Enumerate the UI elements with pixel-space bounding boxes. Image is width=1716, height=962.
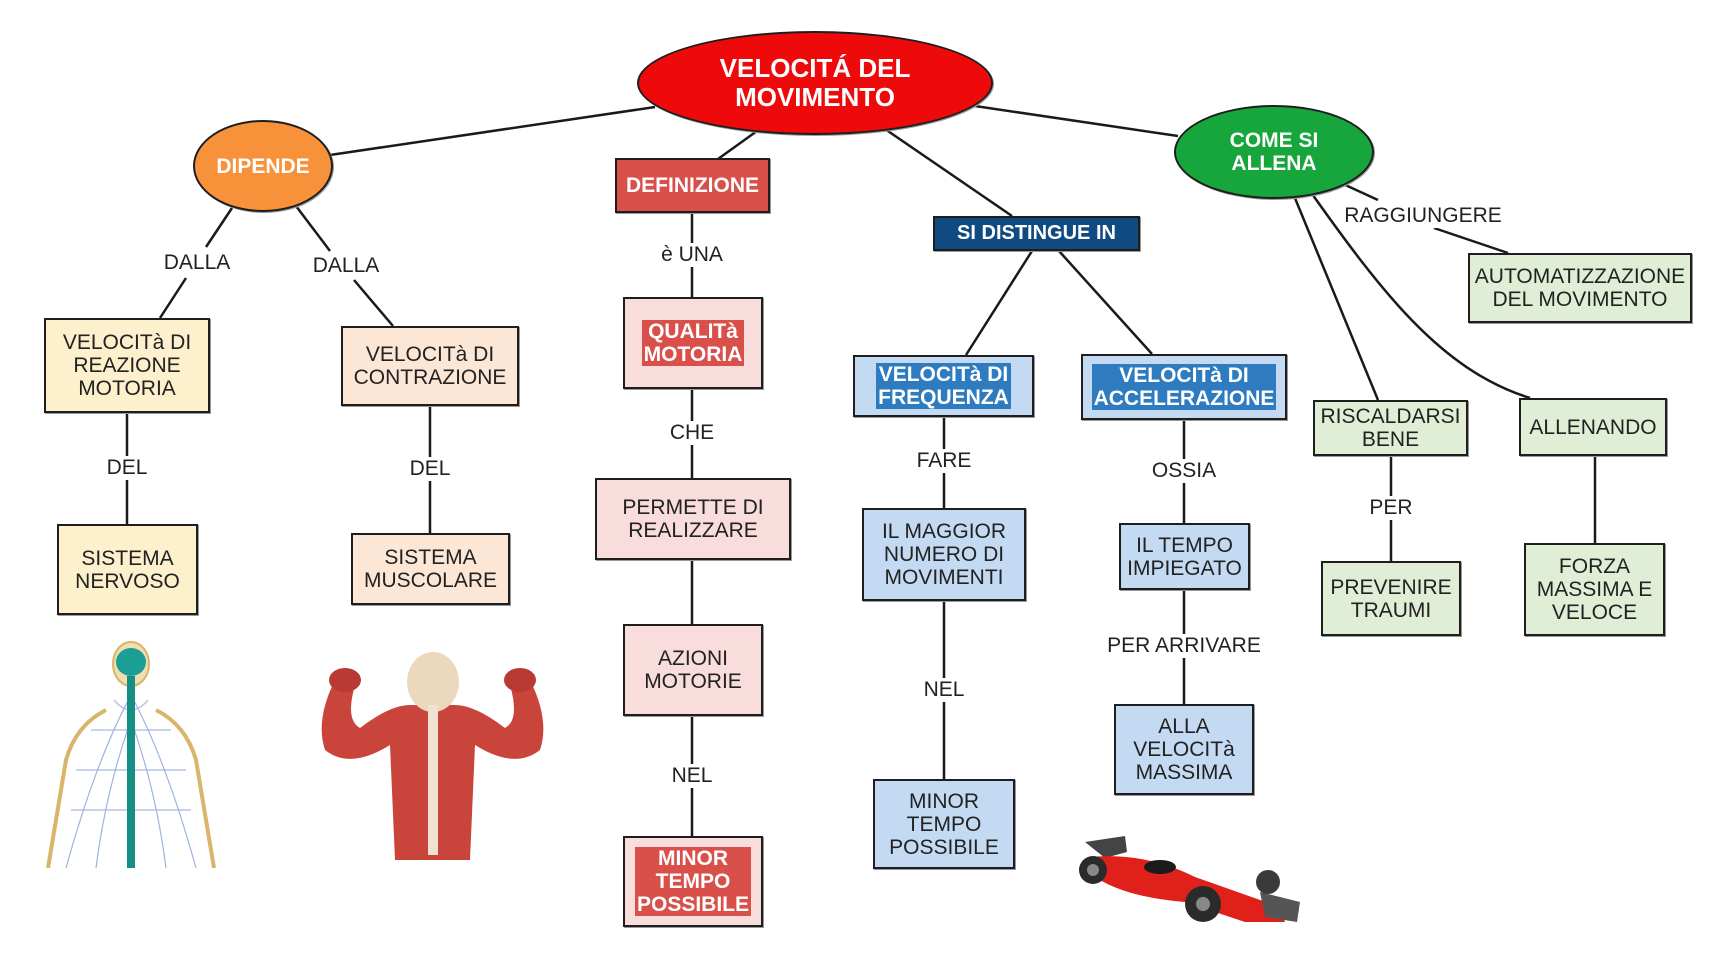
link-label-del-2: DEL: [406, 457, 454, 481]
qualita-motoria-label: QUALITà MOTORIA: [641, 320, 745, 366]
allenando-node[interactable]: ALLENANDO: [1519, 398, 1667, 456]
velocita-massima-node[interactable]: ALLA VELOCITà MASSIMA: [1114, 704, 1254, 795]
nervous-system-image: [36, 640, 226, 869]
minor-tempo-definizione-label: MINOR TEMPO POSSIBILE: [634, 847, 752, 916]
come-si-allena-node[interactable]: COME SI ALLENA: [1174, 105, 1374, 199]
link-label-ossia: OSSIA: [1148, 459, 1220, 483]
link-dipende-contrazione-a: [295, 205, 331, 252]
velocita-accelerazione-node[interactable]: VELOCITà DI ACCELERAZIONE: [1081, 354, 1287, 420]
link-label-del-1: DEL: [103, 456, 151, 480]
link-distingue-frequenza: [964, 250, 1034, 356]
definizione-node[interactable]: DEFINIZIONE: [615, 158, 770, 213]
link-dipende-reazione-a: [204, 207, 234, 248]
link-dipende-contrazione-b: [353, 279, 394, 327]
link-label-dalla-2: DALLA: [309, 254, 383, 278]
race-car-image: [1065, 822, 1305, 932]
race-car-icon: [1079, 836, 1300, 922]
automatizzazione-node[interactable]: AUTOMATIZZAZIONE DEL MOVIMENTO: [1468, 253, 1692, 323]
tempo-impiegato-node[interactable]: IL TEMPO IMPIEGATO: [1119, 523, 1250, 590]
muscular-system-image: [305, 650, 560, 860]
link-main-distingue: [884, 127, 1013, 218]
link-dipende-reazione-b: [158, 277, 188, 319]
velocita-accelerazione-label: VELOCITà DI ACCELERAZIONE: [1091, 364, 1277, 410]
muscle-back-icon: [321, 652, 544, 860]
link-label-per-arrivare: PER ARRIVARE: [1104, 634, 1264, 658]
riscaldarsi-node[interactable]: RISCALDARSI BENE: [1313, 400, 1468, 456]
sistema-nervoso-node[interactable]: SISTEMA NERVOSO: [57, 524, 198, 615]
prevenire-traumi-node[interactable]: PREVENIRE TRAUMI: [1321, 561, 1461, 636]
maggior-numero-node[interactable]: IL MAGGIOR NUMERO DI MOVIMENTI: [862, 508, 1026, 601]
contrazione-node[interactable]: VELOCITà DI CONTRAZIONE: [341, 326, 519, 406]
link-label-e-una: è UNA: [658, 243, 726, 267]
nervous-system-icon: [46, 641, 216, 869]
link-allena-riscaldarsi: [1288, 185, 1380, 401]
azioni-motorie-node[interactable]: AZIONI MOTORIE: [623, 624, 763, 716]
velocita-frequenza-node[interactable]: VELOCITà DI FREQUENZA: [853, 355, 1034, 417]
link-main-definizione: [717, 129, 758, 161]
link-main-dipende: [329, 105, 656, 157]
link-label-nel-frequenza: NEL: [920, 678, 968, 702]
sistema-muscolare-node[interactable]: SISTEMA MUSCOLARE: [351, 533, 510, 605]
main-topic-node[interactable]: VELOCITÁ DEL MOVIMENTO: [637, 31, 993, 135]
link-allena-allenando: [1303, 183, 1531, 400]
dipende-node[interactable]: DIPENDE: [193, 120, 333, 212]
link-main-allena: [974, 104, 1179, 138]
link-label-raggiungere: RAGGIUNGERE: [1341, 204, 1505, 228]
link-label-che: CHE: [666, 421, 718, 445]
forza-massima-node[interactable]: FORZA MASSIMA E VELOCE: [1524, 543, 1665, 636]
minor-tempo-frequenza-node[interactable]: MINOR TEMPO POSSIBILE: [873, 779, 1015, 869]
permette-realizzare-node[interactable]: PERMETTE DI REALIZZARE: [595, 478, 791, 560]
velocita-frequenza-label: VELOCITà DI FREQUENZA: [876, 363, 1011, 409]
link-distingue-accelerazione: [1058, 250, 1153, 355]
link-label-nel-definizione: NEL: [668, 764, 716, 788]
link-label-dalla-1: DALLA: [160, 251, 234, 275]
reazione-motoria-node[interactable]: VELOCITà DI REAZIONE MOTORIA: [44, 318, 210, 413]
link-label-fare: FARE: [913, 449, 975, 473]
link-label-per: PER: [1366, 496, 1416, 520]
si-distingue-node[interactable]: SI DISTINGUE IN: [933, 216, 1140, 251]
link-allena-raggiungere-b: [1433, 226, 1509, 255]
qualita-motoria-node[interactable]: QUALITà MOTORIA: [623, 297, 763, 389]
minor-tempo-definizione-node[interactable]: MINOR TEMPO POSSIBILE: [623, 836, 763, 927]
